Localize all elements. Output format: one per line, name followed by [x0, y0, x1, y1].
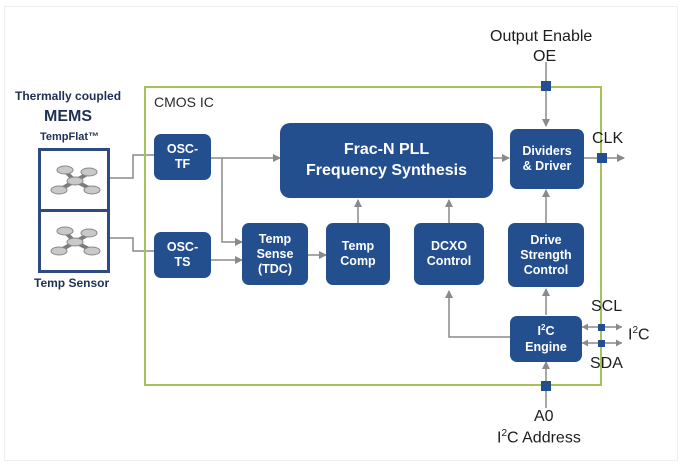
scl-pin: [598, 324, 605, 331]
oe-pin: [541, 81, 551, 91]
temp-sensor-box: [38, 209, 110, 273]
output-enable-label: Output Enable: [490, 28, 593, 45]
tempflat-label: TempFlat™: [40, 131, 100, 143]
scl-label: SCL: [591, 298, 623, 315]
wire-i2c-dcxo: [445, 290, 510, 338]
osc-ts-block: OSC- TS: [154, 232, 211, 278]
i2c-engine-subtitle: Engine: [525, 339, 567, 354]
oe-label: OE: [533, 48, 557, 65]
temp-sense-block: Temp Sense (TDC): [242, 223, 308, 285]
frac-n-pll-block: Frac-N PLL Frequency Synthesis: [280, 123, 493, 198]
osc-tf-block: OSC- TF: [154, 134, 211, 180]
cmos-ic-boundary: [144, 86, 602, 386]
temp-comp-block: Temp Comp: [326, 223, 390, 285]
clk-pin: [597, 153, 607, 163]
thermally-coupled-label: Thermally coupled: [15, 89, 122, 103]
i2c-bus-label: I2C: [628, 325, 650, 344]
wire-osc-tf-temp-sense: [221, 158, 243, 246]
i2c-engine-block: I2C Engine: [510, 316, 582, 362]
wire-mems-osc-ts: [110, 237, 154, 252]
mems-resonator-icon: [50, 165, 101, 195]
temp-sensor-label: Temp Sensor: [34, 276, 110, 290]
i2c-address-label: I2C Address: [497, 428, 581, 447]
mems-resonator-box: [38, 148, 110, 212]
a0-label: A0: [534, 408, 554, 425]
mems-title: MEMS: [44, 108, 92, 125]
cmos-ic-label: CMOS IC: [154, 94, 214, 110]
figure-frame: [4, 6, 678, 461]
wire-mems-osc-tf: [110, 154, 154, 179]
temp-sensor-resonator-icon: [50, 226, 101, 256]
drive-strength-block: Drive Strength Control: [508, 223, 584, 287]
sda-pin: [598, 340, 605, 347]
a0-pin: [541, 381, 551, 391]
dcxo-control-block: DCXO Control: [414, 223, 484, 285]
dividers-driver-block: Dividers & Driver: [510, 129, 584, 189]
clk-label: CLK: [592, 130, 624, 147]
i2c-engine-title: I2C: [537, 323, 555, 339]
sda-label: SDA: [590, 355, 623, 372]
